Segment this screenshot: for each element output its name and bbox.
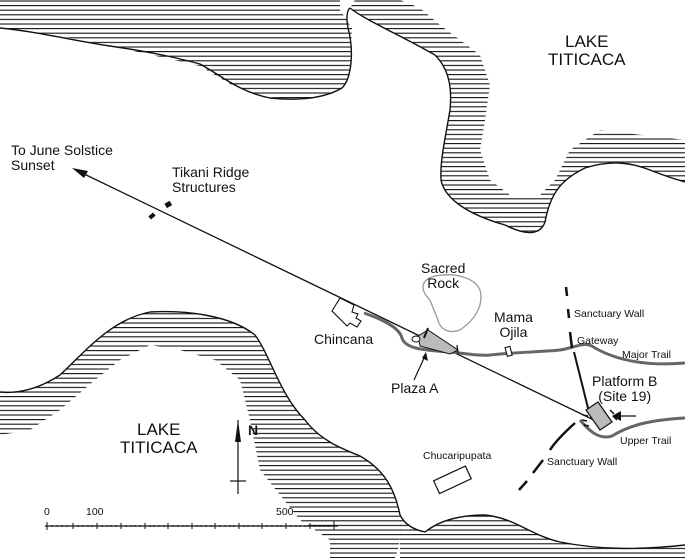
- sanctuary-wall-south-label: Sanctuary Wall: [547, 456, 618, 468]
- scale-bar: [45, 521, 338, 530]
- plaza-a-wall: [423, 327, 429, 339]
- lake-label-top-right: LAKE TITICACA: [548, 33, 625, 69]
- sanctuary-wall-south-seg2: [532, 459, 544, 474]
- solstice-label-line1: To June Solstice: [11, 142, 113, 158]
- coastline-bottom-left: [0, 310, 401, 516]
- tikani-label-line1: Tikani Ridge: [172, 164, 250, 180]
- upper-trail-label: Upper Trail: [620, 435, 672, 447]
- plaza-a-pointer: [413, 355, 426, 381]
- north-arrow-icon: [230, 420, 246, 494]
- lake-label-line2: TITICACA: [548, 49, 626, 69]
- sacred-rock-label: Sacred Rock: [421, 261, 465, 290]
- tikani-structure-1: [164, 200, 173, 209]
- lake-hatch-top-left: [0, 0, 352, 100]
- sacred-rock-label-line2: Rock: [427, 274, 460, 291]
- lake-hatch-top-right: [350, 0, 685, 233]
- chincana-structure: [331, 297, 362, 328]
- chucaripupata-label: Chucaripupata: [423, 450, 492, 462]
- scale-label-500: 500: [276, 506, 294, 518]
- lake-label-line1: LAKE: [564, 32, 609, 51]
- platform-b-label: Platform B (Site 19): [592, 374, 657, 403]
- plaza-a-label: Plaza A: [391, 380, 439, 396]
- mama-ojila-label-line2: Ojila: [499, 323, 528, 340]
- tikani-structure-2: [148, 212, 156, 220]
- solstice-sight-line: [79, 171, 599, 423]
- platform-b-label-line1: Platform B: [592, 373, 658, 389]
- scale-label-0: 0: [44, 506, 50, 518]
- chincana-label: Chincana: [314, 331, 374, 347]
- mama-ojila-label: Mama Ojila: [494, 310, 533, 339]
- mama-ojila-structure: [504, 345, 513, 358]
- platform-b-arrow-icon: [612, 411, 621, 421]
- solstice-label-line2: Sunset: [11, 156, 55, 173]
- chucaripupata-structure: [432, 465, 473, 495]
- north-label: N: [248, 422, 259, 438]
- coastline-top-right: [349, 7, 685, 234]
- lake-label-line1: LAKE: [136, 420, 181, 439]
- plaza-a-wall-2: [456, 344, 459, 355]
- gateway-label: Gateway: [577, 335, 619, 347]
- coastline-top-left: [0, 7, 353, 100]
- tikani-label: Tikani Ridge Structures: [172, 165, 249, 194]
- lake-label-bottom-left: LAKE TITICACA: [120, 421, 197, 457]
- solstice-label: To June Solstice Sunset: [11, 143, 113, 172]
- arrowhead-icon: [72, 168, 88, 178]
- sacred-rock: [422, 274, 482, 333]
- mama-ojila-label-line1: Mama: [494, 309, 533, 325]
- sanctuary-wall-north-seg3: [568, 331, 574, 349]
- upper-trail: [578, 416, 685, 439]
- sanctuary-wall-south-seg3: [518, 480, 528, 491]
- platform-b: [581, 401, 618, 431]
- sanctuary-wall-north-seg2: [566, 308, 571, 319]
- lake-hatch-bottom-left: [0, 311, 401, 558]
- sanctuary-wall-north-label: Sanctuary Wall: [574, 308, 645, 320]
- platform-b-label-line2: (Site 19): [598, 387, 652, 404]
- plaza-a-arrow-icon: [422, 352, 428, 361]
- gateway-path: [573, 351, 590, 413]
- plaza-a-marker: [411, 335, 421, 343]
- sacred-rock-label-line1: Sacred: [421, 260, 466, 276]
- major-trail: [363, 311, 685, 366]
- tikani-label-line2: Structures: [172, 178, 236, 195]
- sanctuary-wall-north-seg1: [564, 286, 569, 297]
- major-trail-label: Major Trail: [622, 349, 672, 361]
- sanctuary-wall-south-seg1: [548, 422, 576, 451]
- lake-label-line2: TITICACA: [120, 437, 198, 457]
- coastline-bottom-right: [399, 514, 685, 550]
- scale-label-100: 100: [86, 506, 104, 518]
